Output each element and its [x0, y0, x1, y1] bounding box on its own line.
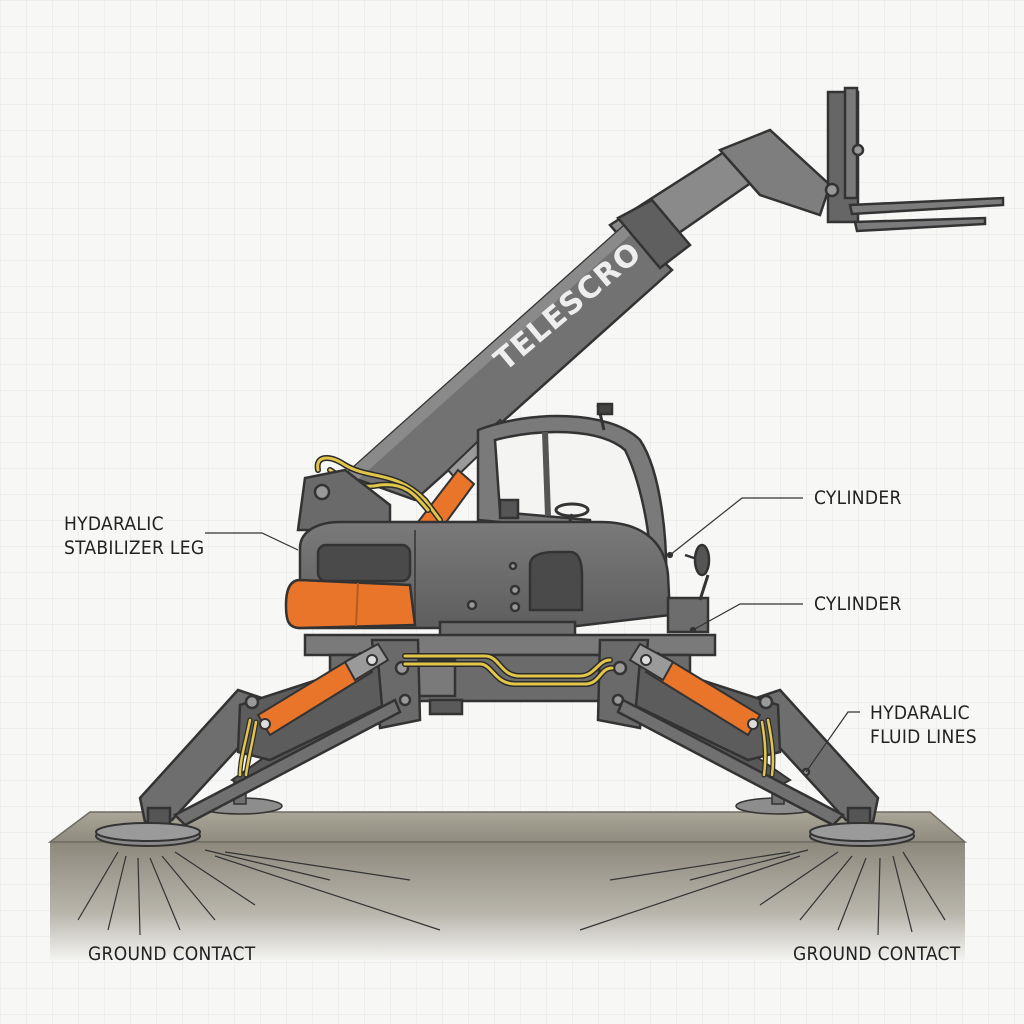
leader-cylinder-upper: [669, 497, 803, 556]
right-front-foot-pad: [809, 822, 915, 847]
label-leader-lines: [205, 497, 860, 773]
label-fluid-lines: HYDARALIC FLUID LINES: [870, 701, 977, 749]
label-ground-contact-right: GROUND CONTACT: [793, 943, 961, 965]
label-stabilizer-leg: HYDARALIC STABILIZER LEG: [64, 512, 204, 560]
right-leg-hydraulic-lines: [759, 717, 776, 778]
fork-carriage: [824, 86, 1005, 233]
ground-slab: [47, 811, 968, 960]
left-leg-hydraulic-lines: [237, 717, 259, 778]
left-front-foot-pad: [95, 822, 201, 847]
leader-stabilizer-leg: [205, 532, 299, 551]
telescopic-boom: TELESCRO: [342, 128, 832, 502]
label-fluid-lines-line1: HYDARALIC: [870, 702, 970, 724]
leader-fluid-lines: [805, 711, 860, 773]
label-cylinder-upper: CYLINDER: [814, 487, 902, 509]
label-cylinder-lower: CYLINDER: [814, 593, 902, 615]
ground-contact-arrows-left: [77, 849, 441, 936]
leader-cylinder-lower: [692, 603, 803, 631]
label-fluid-lines-line2: FLUID LINES: [870, 726, 977, 748]
chassis-frame: [303, 633, 717, 730]
label-stabilizer-leg-line2: STABILIZER LEG: [64, 537, 205, 559]
label-ground-contact-left: GROUND CONTACT: [88, 943, 256, 965]
label-stabilizer-leg-line1: HYDARALIC: [64, 513, 164, 535]
chassis-hydraulic-lines: [402, 653, 615, 687]
ground-contact-arrows-right: [579, 849, 946, 936]
right-stabilizer-cylinder: [628, 642, 762, 737]
left-stabilizer-cylinder: [256, 642, 390, 737]
